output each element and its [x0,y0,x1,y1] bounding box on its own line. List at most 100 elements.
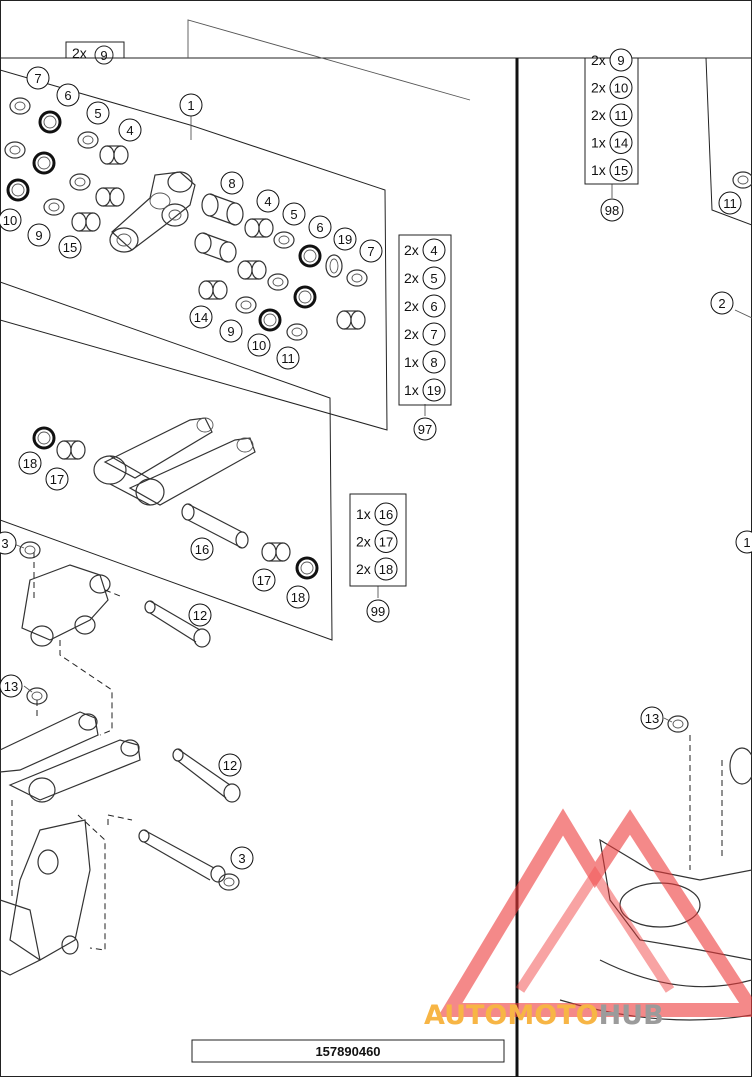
kit97-row-3-qty: 2x [404,326,419,342]
callout-4-6-text: 4 [264,194,271,209]
leader-dash-2 [59,640,113,736]
callout-1-33: 1 [735,530,752,554]
kit99-row-2-part-text: 18 [379,562,393,577]
kit98-row-2-part: 11 [609,103,633,127]
kit98-row-2-qty: 2x [591,107,606,123]
callout-17-21-text: 17 [257,573,271,588]
callout-14-14-circle [189,305,213,329]
top-kit-box-fragment: 2x 9 [65,41,125,65]
callout-1-0-text: 1 [187,98,194,113]
callout-12-24: 12 [188,603,212,627]
callout-13-34: 13 [640,706,664,730]
callout-1-33-text: 1 [743,535,750,550]
callout-10-11-text: 10 [3,213,17,228]
kit97-row-0-part: 4 [422,238,446,262]
callout-97-28-circle [413,417,437,441]
top-kit-qty: 2x [72,45,87,61]
callout-18-18: 18 [18,451,42,475]
callout-5-7: 5 [282,202,306,226]
kit98-row-0-part: 9 [609,48,633,72]
drawing-number-box [191,1039,505,1063]
kit2-outline [0,281,333,641]
kit98-row-0-part-text: 9 [617,53,624,68]
kit98-row-3-part-text: 14 [614,136,628,151]
callout-5-3: 5 [86,101,110,125]
kit98-row-3-qty: 1x [591,135,606,151]
callout-14-14: 14 [189,305,213,329]
callout-2-32-text: 2 [718,296,725,311]
kit99-row-0-part-circle [374,502,398,526]
kit97-row-1-part: 5 [422,266,446,290]
kit97-row-0-qty: 2x [404,242,419,258]
callout-7-1-text: 7 [34,71,41,86]
callout-98-30-circle [600,198,624,222]
kit97-row-5-qty: 1x [404,382,419,398]
kit99-row-1-part: 17 [374,530,398,553]
kit99-row-2-part-circle [374,557,398,581]
callout-6-8-text: 6 [316,220,323,235]
callout-9-12-circle [27,223,51,247]
kit97-row-5-part: 19 [422,378,446,402]
callout-98-30: 98 [600,198,624,222]
callout-99-29-text: 99 [371,604,385,619]
callout-10-16: 10 [247,333,271,357]
callout-7-10-circle [359,239,383,263]
callout-labels: 1765484561971091514910111817161718312131… [0,66,752,870]
kit99-row-0-part: 16 [374,502,398,526]
kit97-row-2-part-circle [422,294,446,318]
callout-2-32-circle [710,291,734,315]
callout-1-0-circle [179,93,203,117]
top-kit-part: 9 [100,48,107,63]
kit98-row-2-part-text: 11 [614,108,628,123]
watermark-text: AUTOMOTOHUB [424,1000,664,1031]
kit98-row-0-part-circle [609,48,633,72]
kit98-row-4-part-text: 15 [614,163,628,178]
kit99-row-1-qty: 2x [356,534,371,550]
kit99-row-2-part: 18 [374,557,398,581]
callout-13-25-circle [0,674,23,698]
kit98-row-4-part-circle [609,158,633,182]
callout-97-28-text: 97 [418,422,432,437]
kit97-row-3-part-circle [422,322,446,346]
kit97-row-4-part-text: 8 [430,355,437,370]
callout-13-34-text: 13 [645,711,659,726]
kit98-row-3-part-circle [609,131,633,154]
callout-15-13-circle [58,235,82,259]
kit97-row-2-part-text: 6 [430,299,437,314]
callout-15-13-text: 15 [63,240,77,255]
callout-10-16-text: 10 [252,338,266,353]
callout-3-23: 3 [0,531,17,555]
callout-6-2-circle [56,83,80,107]
callout-4-6-circle [256,189,280,213]
kit97-row-4-qty: 1x [404,354,419,370]
leader-dash-6 [77,814,106,951]
callout-11-17-circle [276,346,300,370]
callout-99-29: 99 [366,599,390,623]
kit98-row-0-qty: 2x [591,52,606,68]
kit97-row-4-part-circle [422,350,446,374]
callout-15-13: 15 [58,235,82,259]
callout-4-6: 4 [256,189,280,213]
callout-7-1-circle [26,66,50,90]
watermark-text-automoto: AUTOMOTO [424,1000,599,1031]
callout-9-15-text: 9 [227,324,234,339]
callout-7-10-text: 7 [367,244,374,259]
kit98-row-4-qty: 1x [591,162,606,178]
callout-1-0: 1 [179,93,203,117]
kit99-row-2-qty: 2x [356,561,371,577]
callout-10-11-circle [0,208,22,232]
kit99-row-0-part-text: 16 [379,507,393,522]
callout-99-29-circle [366,599,390,623]
kit97-row-1-qty: 2x [404,270,419,286]
callout-13-25: 13 [0,674,23,698]
kit97-row-5-part-text: 19 [427,383,441,398]
callout-11-31-circle [718,191,742,215]
kit97-row-2-part: 6 [422,294,446,318]
callout-19-9: 19 [333,227,357,251]
callout-4-4: 4 [118,118,142,142]
callout-4-4-text: 4 [126,123,133,138]
upper-small-parts [4,97,368,341]
